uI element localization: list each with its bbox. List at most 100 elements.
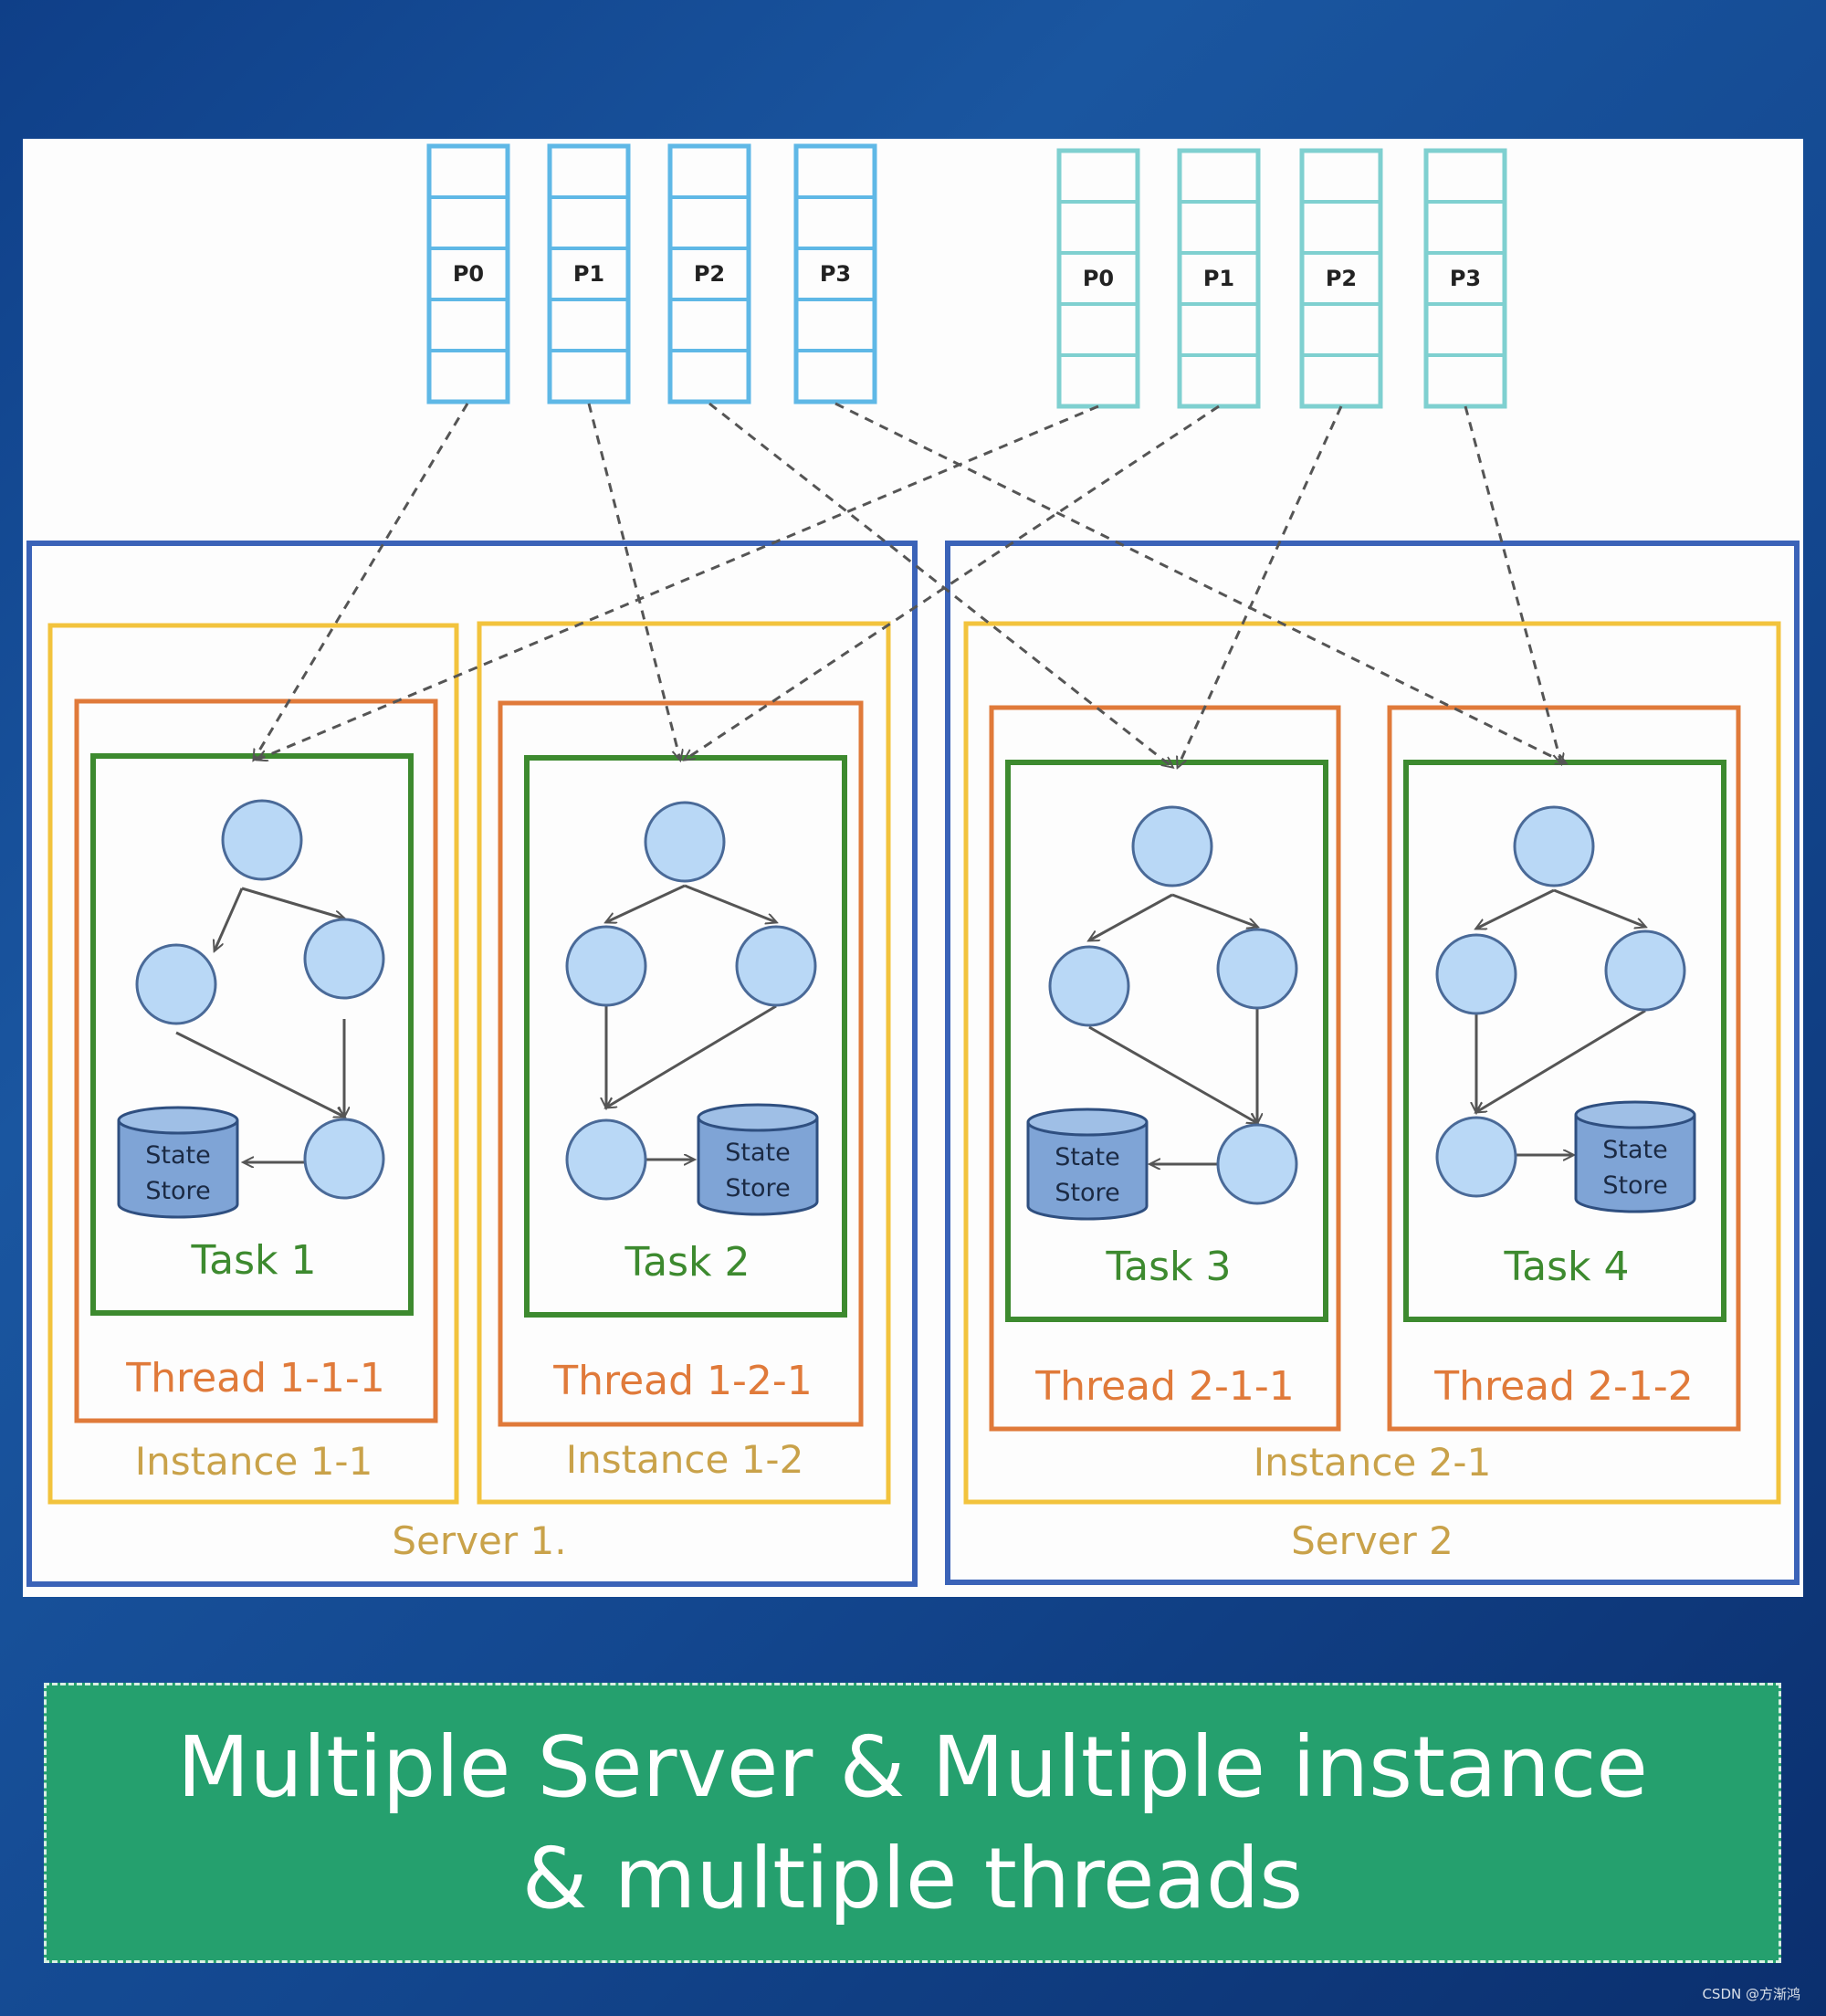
dag-edge bbox=[1476, 888, 1555, 929]
thread-label: Thread 2-1-2 bbox=[1433, 1363, 1694, 1410]
processor-node bbox=[221, 799, 303, 881]
partitions-topic-a: P0 P1 P2 P3 bbox=[426, 143, 877, 404]
processor-node bbox=[1216, 928, 1298, 1010]
partition-assignments bbox=[254, 402, 1566, 767]
instance-box bbox=[477, 621, 891, 1505]
partition-queue: P2 bbox=[667, 143, 751, 404]
dag-edge bbox=[1553, 888, 1645, 927]
task-box bbox=[90, 753, 414, 1316]
instance-1-2: Instance 1-2 Thread 1-2-1 State Store bbox=[477, 621, 891, 1505]
state-store-label: Store bbox=[725, 1174, 790, 1202]
instance-label: Instance 2-1 bbox=[1254, 1440, 1492, 1485]
processor-node bbox=[1435, 1116, 1517, 1198]
processor-node bbox=[1435, 933, 1517, 1015]
processor-node bbox=[303, 1118, 385, 1200]
thread-box bbox=[1387, 705, 1741, 1432]
state-store-label: State bbox=[1055, 1143, 1119, 1171]
partition-queue: P3 bbox=[1423, 148, 1507, 409]
processor-node bbox=[565, 925, 647, 1007]
processor-node bbox=[1604, 929, 1686, 1012]
state-store-icon: State Store bbox=[117, 1106, 239, 1219]
assignment-arrow bbox=[834, 402, 1566, 763]
state-store-icon: State Store bbox=[1026, 1108, 1149, 1221]
task-label: Task 2 bbox=[624, 1239, 750, 1286]
partition-label: P3 bbox=[1450, 266, 1481, 291]
state-store-label: Store bbox=[145, 1177, 210, 1205]
partition-label: P0 bbox=[453, 261, 484, 287]
dag-edge bbox=[1171, 893, 1257, 927]
processor-node bbox=[1216, 1123, 1298, 1205]
partition-queue: P0 bbox=[426, 143, 510, 404]
thread-label: Thread 1-2-1 bbox=[552, 1358, 813, 1404]
task-label: Task 4 bbox=[1504, 1244, 1630, 1290]
dag-edge bbox=[175, 1031, 344, 1117]
processor-node bbox=[1131, 805, 1213, 887]
caption-line-1: Multiple Server & Multiple instance bbox=[176, 1717, 1649, 1816]
partition-label: P2 bbox=[694, 261, 725, 287]
queue-body bbox=[426, 143, 510, 404]
partition-label: P2 bbox=[1326, 266, 1357, 291]
partition-queue: P1 bbox=[547, 143, 631, 404]
queue-body bbox=[793, 143, 877, 404]
processor-node bbox=[135, 943, 217, 1025]
task-3: State Store Task 3 bbox=[1005, 760, 1328, 1322]
thread-box bbox=[989, 705, 1341, 1432]
state-store-icon: State Store bbox=[697, 1103, 819, 1216]
server-box bbox=[945, 541, 1800, 1585]
thread-label: Thread 2-1-1 bbox=[1034, 1363, 1295, 1410]
assignment-arrow bbox=[254, 403, 469, 760]
partition-label: P1 bbox=[573, 261, 604, 287]
task-label: Task 3 bbox=[1106, 1244, 1232, 1290]
queue-body bbox=[667, 143, 751, 404]
watermark: CSDN @方渐鸿 bbox=[1702, 1986, 1800, 2002]
dag-edge bbox=[215, 887, 244, 950]
dag-edge bbox=[684, 884, 776, 922]
task-label: Task 1 bbox=[191, 1237, 317, 1284]
partition-label: P3 bbox=[820, 261, 851, 287]
instance-box bbox=[963, 621, 1781, 1505]
state-store-label: State bbox=[145, 1141, 210, 1170]
processor-node bbox=[303, 918, 385, 1000]
task-4: State Store Task 4 bbox=[1403, 760, 1726, 1322]
instance-box bbox=[47, 623, 459, 1505]
processor-node bbox=[735, 925, 817, 1007]
dag-edge bbox=[606, 884, 686, 922]
server-label: Server 1. bbox=[392, 1518, 566, 1563]
server-label: Server 2 bbox=[1291, 1518, 1453, 1563]
state-store-label: Store bbox=[1055, 1179, 1119, 1207]
server-2: Server 2 Instance 2-1 Thread 2-1-1 bbox=[945, 541, 1800, 1585]
server-box bbox=[26, 541, 918, 1587]
dag-edge bbox=[1476, 1009, 1646, 1112]
state-store-label: Store bbox=[1602, 1171, 1667, 1200]
state-store-icon: State Store bbox=[1574, 1100, 1696, 1213]
instance-2-1: Instance 2-1 Thread 2-1-1 State Store bbox=[963, 621, 1781, 1505]
dag-edge bbox=[1088, 1025, 1257, 1123]
task-2: State Store Task 2 bbox=[524, 755, 847, 1318]
queue-body bbox=[547, 143, 631, 404]
instance-1-1: Instance 1-1 Thread 1-1-1 State Store bbox=[47, 623, 459, 1505]
task-1: State Store Task 1 bbox=[90, 753, 414, 1316]
thread-box bbox=[498, 700, 864, 1427]
server-1: Server 1. Instance 1-1 Thread 1-1-1 bbox=[26, 541, 918, 1587]
caption-line-2: & multiple threads bbox=[521, 1829, 1304, 1927]
instance-label: Instance 1-1 bbox=[135, 1439, 373, 1484]
partition-queue: P3 bbox=[793, 143, 877, 404]
processor-node bbox=[644, 801, 726, 883]
processor-node bbox=[565, 1118, 647, 1201]
partition-label: P0 bbox=[1083, 266, 1114, 291]
processor-node bbox=[1513, 805, 1595, 887]
dag-edge bbox=[241, 887, 344, 919]
assignment-arrow bbox=[685, 404, 1220, 760]
dag-edge bbox=[1089, 893, 1173, 940]
assignment-arrow bbox=[257, 404, 1099, 760]
thread-label: Thread 1-1-1 bbox=[125, 1355, 385, 1402]
assignment-arrow bbox=[1464, 405, 1561, 763]
dag-edge bbox=[606, 1004, 777, 1108]
instance-label: Instance 1-2 bbox=[566, 1437, 804, 1482]
thread-box bbox=[74, 698, 438, 1423]
assignment-arrow bbox=[1178, 405, 1343, 767]
caption-banner: Multiple Server & Multiple instance & mu… bbox=[44, 1683, 1781, 1963]
state-store-label: State bbox=[1602, 1136, 1667, 1164]
processor-node bbox=[1048, 945, 1130, 1027]
